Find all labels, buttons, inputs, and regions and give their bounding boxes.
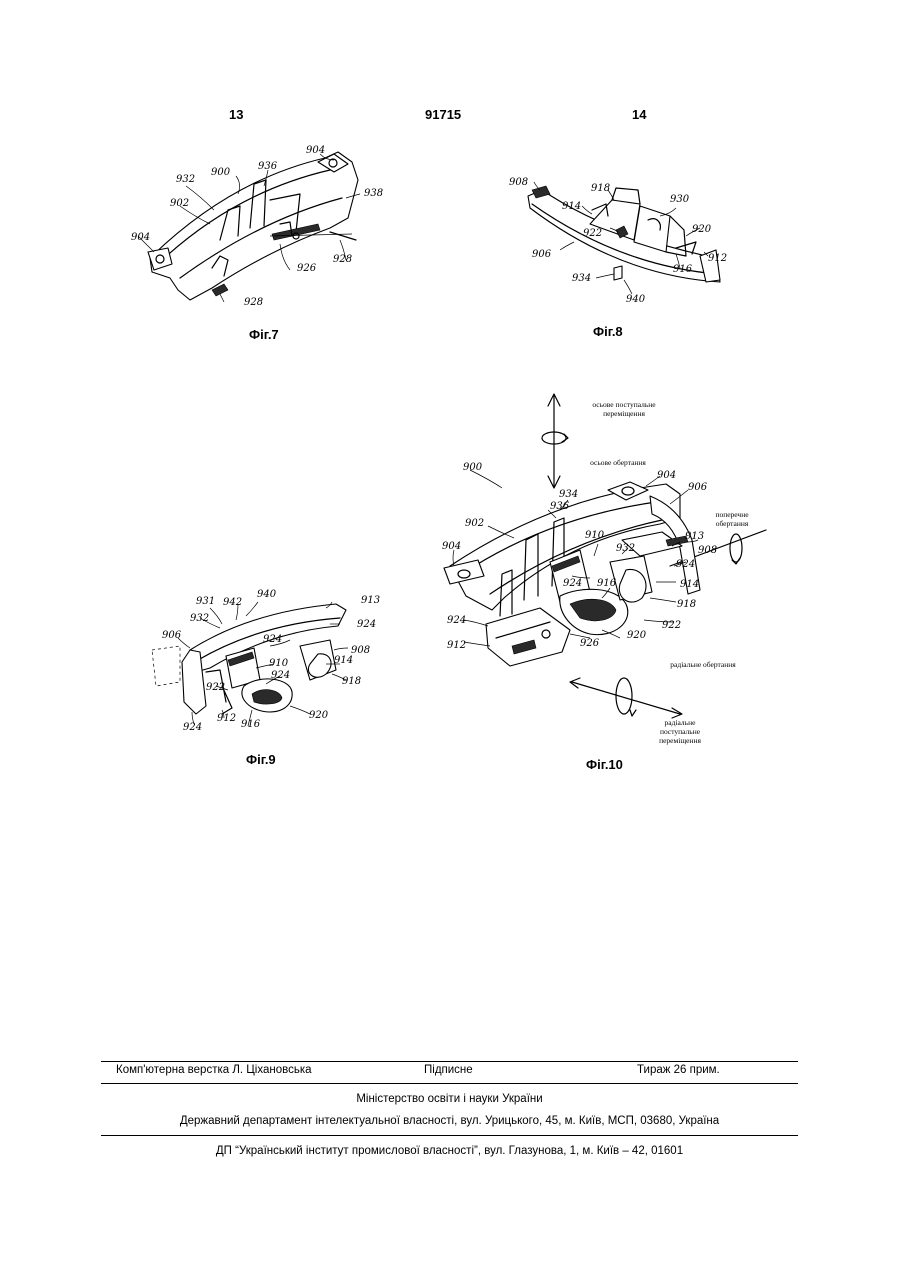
fig10-label: 902 <box>465 518 484 529</box>
fig9-label: 942 <box>223 597 242 608</box>
fig9-label: 916 <box>241 719 260 730</box>
fig9-label: 913 <box>361 595 380 606</box>
fig10-label: 922 <box>662 620 681 631</box>
fig8-label: 906 <box>532 249 551 260</box>
fig8-label: 934 <box>572 273 591 284</box>
fig10-label: 920 <box>627 630 646 641</box>
fig8-label: 922 <box>583 228 602 239</box>
fig10-label: 910 <box>585 530 604 541</box>
fig9-label: 920 <box>309 710 328 721</box>
patent-number: 91715 <box>425 107 461 122</box>
fig10-label: 932 <box>616 543 635 554</box>
fig9-label: 924 <box>357 619 376 630</box>
fig10-label: 914 <box>680 579 699 590</box>
fig7-label: 932 <box>176 174 195 185</box>
fig9-label: 922 <box>206 682 225 693</box>
fig7-caption: Фіг.7 <box>249 327 279 342</box>
figure-10-drawing <box>430 390 775 750</box>
fig10-label: 913 <box>685 531 704 542</box>
fig10-label: 900 <box>463 462 482 473</box>
fig10-label: 924 <box>563 578 582 589</box>
page-number-left: 13 <box>229 107 243 122</box>
fig9-label: 932 <box>190 613 209 624</box>
fig10-annotation-radial-translation: радіальне поступальне переміщення <box>656 718 704 745</box>
fig7-label: 928 <box>244 297 263 308</box>
fig9-label: 912 <box>217 713 236 724</box>
fig9-label: 914 <box>334 655 353 666</box>
fig8-label: 930 <box>670 194 689 205</box>
fig10-label: 906 <box>688 482 707 493</box>
footer-divider <box>101 1135 798 1136</box>
fig10-label: 926 <box>580 638 599 649</box>
fig7-label: 904 <box>131 232 150 243</box>
fig8-label: 916 <box>673 264 692 275</box>
fig9-label: 908 <box>351 645 370 656</box>
figure-8-drawing <box>520 170 730 300</box>
fig7-label: 926 <box>297 263 316 274</box>
fig10-caption: Фіг.10 <box>586 757 623 772</box>
fig9-label: 931 <box>196 596 215 607</box>
fig7-label: 938 <box>364 188 383 199</box>
fig10-label: 904 <box>657 470 676 481</box>
fig7-label: 928 <box>333 254 352 265</box>
fig10-annotation-transverse-rotation: поперечне обертання <box>710 510 754 528</box>
fig9-label: 924 <box>263 634 282 645</box>
fig7-label: 900 <box>211 167 230 178</box>
fig8-caption: Фіг.8 <box>593 324 623 339</box>
footer-institute: ДП “Український інститут промислової вла… <box>101 1145 798 1157</box>
fig9-label: 940 <box>257 589 276 600</box>
footer-department: Державний департамент інтелектуальної вл… <box>101 1115 798 1127</box>
footer-divider <box>101 1061 798 1062</box>
fig10-annotation-radial-rotation: радіальне обертання <box>658 660 748 669</box>
fig8-label: 918 <box>591 183 610 194</box>
fig10-label: 904 <box>442 541 461 552</box>
fig7-label: 936 <box>258 161 277 172</box>
fig7-label: 904 <box>306 145 325 156</box>
fig8-label: 920 <box>692 224 711 235</box>
fig9-label: 906 <box>162 630 181 641</box>
fig10-label: 908 <box>698 545 717 556</box>
fig8-label: 908 <box>509 177 528 188</box>
page-number-right: 14 <box>632 107 646 122</box>
footer-divider <box>101 1083 798 1084</box>
fig8-label: 912 <box>708 253 727 264</box>
fig10-label: 918 <box>677 599 696 610</box>
fig9-caption: Фіг.9 <box>246 752 276 767</box>
fig8-label: 914 <box>562 201 581 212</box>
footer-signed: Підписне <box>424 1064 473 1076</box>
fig10-label: 934 <box>559 489 578 500</box>
fig10-label: 912 <box>447 640 466 651</box>
fig7-label: 902 <box>170 198 189 209</box>
footer-layout-credit: Комп'ютерна верстка Л. Ціхановська <box>116 1064 312 1076</box>
fig10-label: 916 <box>597 578 616 589</box>
footer-ministry: Міністерство освіти і науки України <box>101 1093 798 1105</box>
fig10-label: 936 <box>550 501 569 512</box>
fig10-annotation-axial-rotation: осьове обертання <box>578 458 658 467</box>
fig8-label: 940 <box>626 294 645 305</box>
fig10-label: 924 <box>447 615 466 626</box>
fig9-label: 924 <box>183 722 202 733</box>
fig9-label: 910 <box>269 658 288 669</box>
fig10-label: 924 <box>676 559 695 570</box>
fig9-label: 924 <box>271 670 290 681</box>
fig10-annotation-axial-translation: осьове поступальне переміщення <box>576 400 672 418</box>
footer-circulation: Тираж 26 прим. <box>637 1064 720 1076</box>
fig9-label: 918 <box>342 676 361 687</box>
